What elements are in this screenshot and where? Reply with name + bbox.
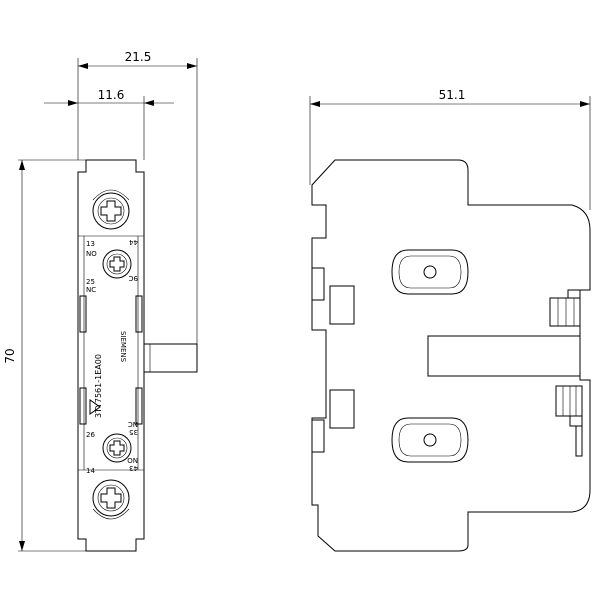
side-block-lower xyxy=(329,389,355,429)
side-view: 51.1 xyxy=(309,88,591,552)
terminal-label: 43 xyxy=(129,464,138,472)
front-body-outline xyxy=(77,159,145,552)
side-tab-lower xyxy=(311,419,325,453)
terminal-label: 13 xyxy=(86,240,95,248)
dimension-width-overall-label: 21.5 xyxy=(125,50,152,64)
terminal-label: NC xyxy=(128,420,138,428)
mounting-slot-upper xyxy=(391,249,469,295)
dimension-height-label: 70 xyxy=(3,348,17,363)
terminal-label: NO xyxy=(86,250,97,258)
terminal-label: 9C xyxy=(129,274,138,282)
brand-label: SIEMENS xyxy=(119,331,127,363)
screw-terminal-top xyxy=(92,189,130,230)
front-view: 21.5 11.6 70 xyxy=(3,50,198,552)
clip-left-upper xyxy=(79,295,87,333)
clip-right-lower xyxy=(135,387,143,425)
part-number-label: 3TY7561-1EA00 xyxy=(94,354,103,418)
warning-triangle-icon xyxy=(89,399,101,415)
side-center-window xyxy=(427,335,581,377)
dimension-width-overall: 21.5 xyxy=(78,50,197,69)
side-body-outline xyxy=(311,159,591,552)
side-block-upper xyxy=(329,285,355,325)
screw-terminal-lower xyxy=(102,433,132,463)
dimension-depth-label: 51.1 xyxy=(439,88,466,102)
dimension-width-body-label: 11.6 xyxy=(98,88,125,102)
dimension-width-body: 11.6 xyxy=(44,88,174,106)
terminal-label: 44 xyxy=(129,238,138,246)
terminal-label: 25 xyxy=(86,278,95,286)
clip-left-lower xyxy=(79,387,87,425)
screw-terminal-bottom xyxy=(92,479,130,520)
dimension-depth: 51.1 xyxy=(309,88,591,210)
terminal-label: 14 xyxy=(86,467,95,475)
screw-terminal-upper xyxy=(102,249,132,279)
dimension-height: 70 xyxy=(3,159,86,552)
terminal-label: NC xyxy=(86,286,96,294)
terminal-label: NO xyxy=(127,456,138,464)
terminal-label: 26 xyxy=(86,431,95,439)
mounting-slot-lower xyxy=(391,417,469,463)
clip-right-upper xyxy=(135,295,143,333)
spring-contact-lower xyxy=(555,385,583,457)
side-actuator xyxy=(143,343,198,373)
side-tab-upper xyxy=(311,267,325,301)
terminal-label: 35 xyxy=(129,428,138,436)
spring-contact-upper xyxy=(549,289,581,327)
